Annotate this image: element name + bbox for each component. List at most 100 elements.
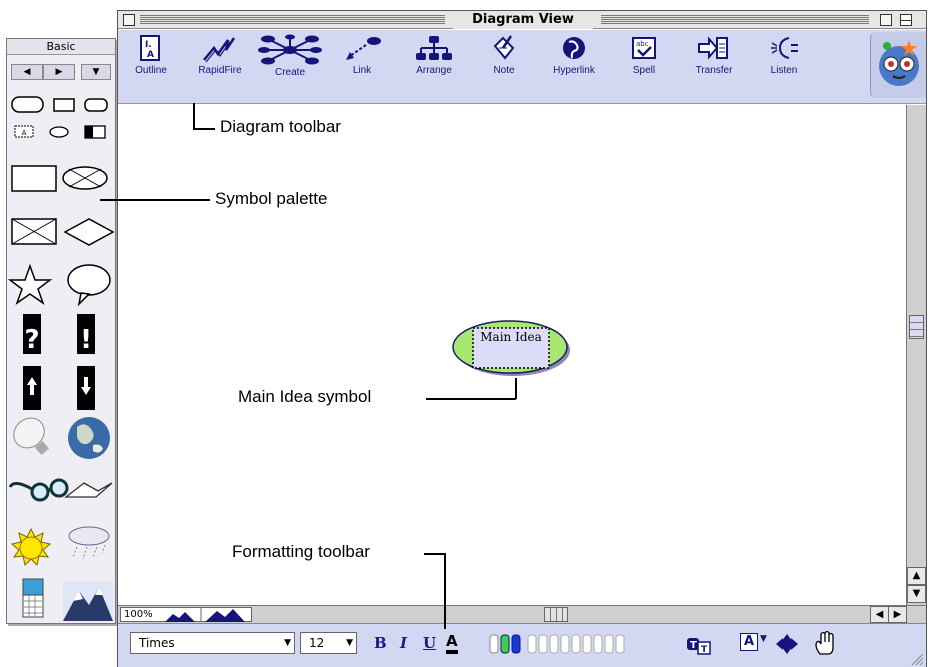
earth-symbol[interactable] bbox=[68, 417, 110, 459]
sun-symbol[interactable] bbox=[10, 527, 52, 566]
zoom-level: 100% bbox=[124, 609, 153, 620]
symbol-palette-leader bbox=[100, 199, 210, 201]
arrange-label: Arrange bbox=[416, 65, 452, 76]
kidspiration-agent-button[interactable] bbox=[870, 32, 926, 98]
zoom-box[interactable] bbox=[880, 14, 892, 26]
listen-tool[interactable]: Listen bbox=[748, 34, 820, 94]
link-tool[interactable]: Link bbox=[326, 34, 398, 94]
svg-text:abc: abc bbox=[636, 40, 649, 48]
split-rect-symbol[interactable] bbox=[84, 125, 106, 139]
transfer-label: Transfer bbox=[695, 65, 733, 76]
crossed-oval-symbol[interactable] bbox=[62, 166, 108, 190]
svg-text:I.: I. bbox=[145, 40, 152, 50]
question-mark-symbol[interactable]: ? bbox=[23, 314, 41, 355]
star-symbol[interactable] bbox=[7, 263, 53, 305]
symbol-palette: Basic ◀ ▶ ▼ A ? ! bbox=[6, 38, 116, 624]
spell-tool[interactable]: abc Spell bbox=[608, 34, 680, 94]
resize-grip-icon[interactable] bbox=[908, 650, 924, 666]
zoom-control[interactable]: 100% bbox=[120, 607, 252, 622]
diamond-symbol[interactable] bbox=[63, 218, 115, 246]
text-style-icon[interactable]: T T bbox=[686, 634, 712, 656]
outline-tool[interactable]: I. A Outline bbox=[115, 34, 187, 94]
small-oval-symbol[interactable] bbox=[49, 126, 69, 138]
close-box[interactable] bbox=[123, 14, 135, 26]
hand-tool-icon[interactable] bbox=[812, 630, 838, 656]
zoom-mountains-icon[interactable] bbox=[165, 608, 245, 622]
svg-text:T: T bbox=[690, 640, 697, 651]
title-bar[interactable]: Diagram View bbox=[118, 11, 926, 29]
svg-text:?: ? bbox=[24, 325, 39, 355]
main-idea-symbol[interactable] bbox=[118, 105, 906, 605]
vertical-scrollbar[interactable]: ▲ ▼ bbox=[906, 105, 926, 605]
title-stripes-left bbox=[140, 15, 445, 25]
diagram-toolbar-callout: Diagram toolbar bbox=[220, 117, 341, 136]
hyperlink-icon bbox=[563, 37, 585, 59]
wide-rect-symbol[interactable] bbox=[11, 165, 57, 192]
palette-prev-button[interactable]: ◀ bbox=[11, 64, 43, 80]
rectangle-symbol[interactable] bbox=[53, 98, 75, 112]
size-select[interactable]: 12 ▼ bbox=[300, 632, 357, 654]
scroll-up-arrow[interactable]: ▲ bbox=[907, 567, 926, 585]
italic-button[interactable]: I bbox=[400, 634, 408, 652]
glasses-symbol[interactable] bbox=[8, 478, 69, 502]
light-bulb-symbol[interactable] bbox=[8, 412, 51, 456]
rapidfire-label: RapidFire bbox=[198, 65, 242, 76]
diagram-canvas[interactable]: Main Idea bbox=[118, 105, 906, 605]
size-dropdown-icon: ▼ bbox=[346, 638, 353, 648]
rounded-rect-symbol[interactable] bbox=[84, 98, 108, 112]
move-arrows-icon[interactable] bbox=[774, 633, 800, 655]
open-book-symbol[interactable] bbox=[64, 482, 113, 498]
create-tool[interactable]: Create bbox=[254, 34, 326, 94]
line-style-buttons[interactable] bbox=[486, 633, 786, 657]
scroll-down-arrow[interactable]: ▼ bbox=[907, 585, 926, 603]
svg-text:!: ! bbox=[80, 325, 92, 355]
scroll-right-arrow[interactable]: ▶ bbox=[888, 606, 907, 623]
bold-button[interactable]: B bbox=[374, 634, 387, 652]
note-tool[interactable]: Note bbox=[468, 34, 540, 94]
rounded-oval-symbol[interactable] bbox=[11, 96, 44, 113]
horizontal-scroll-thumb[interactable] bbox=[544, 607, 568, 622]
labeled-rect-symbol[interactable]: A bbox=[14, 125, 34, 138]
font-select[interactable]: Times ▼ bbox=[130, 632, 295, 654]
mountains-symbol[interactable] bbox=[63, 581, 113, 621]
rapidfire-tool[interactable]: RapidFire bbox=[184, 34, 256, 94]
scroll-left-arrow[interactable]: ◀ bbox=[870, 606, 889, 623]
hyperlink-tool[interactable]: Hyperlink bbox=[538, 34, 610, 94]
diagram-toolbar-leader-h bbox=[193, 128, 215, 130]
up-arrow-symbol[interactable] bbox=[23, 366, 41, 410]
size-value: 12 bbox=[309, 636, 325, 650]
window-title: Diagram View bbox=[453, 11, 593, 29]
create-icon bbox=[258, 34, 322, 65]
rain-cloud-symbol[interactable] bbox=[68, 526, 110, 560]
palette-next-button[interactable]: ▶ bbox=[43, 64, 75, 80]
text-box-button[interactable]: A bbox=[740, 633, 758, 651]
exclamation-mark-symbol[interactable]: ! bbox=[77, 314, 95, 355]
vertical-scroll-thumb[interactable] bbox=[909, 315, 924, 339]
transfer-icon bbox=[698, 36, 728, 60]
note-label: Note bbox=[493, 65, 515, 76]
main-idea-leader-h bbox=[426, 398, 516, 400]
text-box-dropdown-icon[interactable]: ▼ bbox=[760, 634, 767, 644]
text-color-button[interactable]: A bbox=[446, 632, 458, 654]
listen-icon bbox=[771, 37, 798, 59]
horizontal-scroll-row: 100% ◀ ▶ bbox=[118, 605, 926, 623]
transfer-tool[interactable]: Transfer bbox=[678, 34, 750, 94]
crossed-rect-symbol[interactable] bbox=[11, 218, 57, 245]
calendar-picture-symbol[interactable] bbox=[22, 578, 44, 618]
underline-button[interactable]: U bbox=[423, 634, 437, 652]
main-idea-text[interactable]: Main Idea bbox=[480, 330, 542, 344]
kidspiration-agent-icon bbox=[879, 40, 919, 86]
font-value: Times bbox=[139, 636, 175, 650]
collapse-box[interactable] bbox=[900, 14, 912, 26]
palette-nav: ◀ ▶ ▼ bbox=[11, 64, 111, 80]
svg-text:T: T bbox=[701, 645, 708, 655]
title-stripes-right bbox=[601, 15, 869, 25]
create-label: Create bbox=[274, 67, 305, 78]
spell-label: Spell bbox=[632, 65, 656, 76]
font-dropdown-icon: ▼ bbox=[284, 638, 291, 648]
arrange-tool[interactable]: Arrange bbox=[398, 34, 470, 94]
down-arrow-symbol[interactable] bbox=[77, 366, 95, 410]
rapidfire-icon bbox=[203, 37, 236, 63]
speech-bubble-symbol[interactable] bbox=[67, 264, 111, 307]
palette-menu-button[interactable]: ▼ bbox=[81, 64, 111, 80]
